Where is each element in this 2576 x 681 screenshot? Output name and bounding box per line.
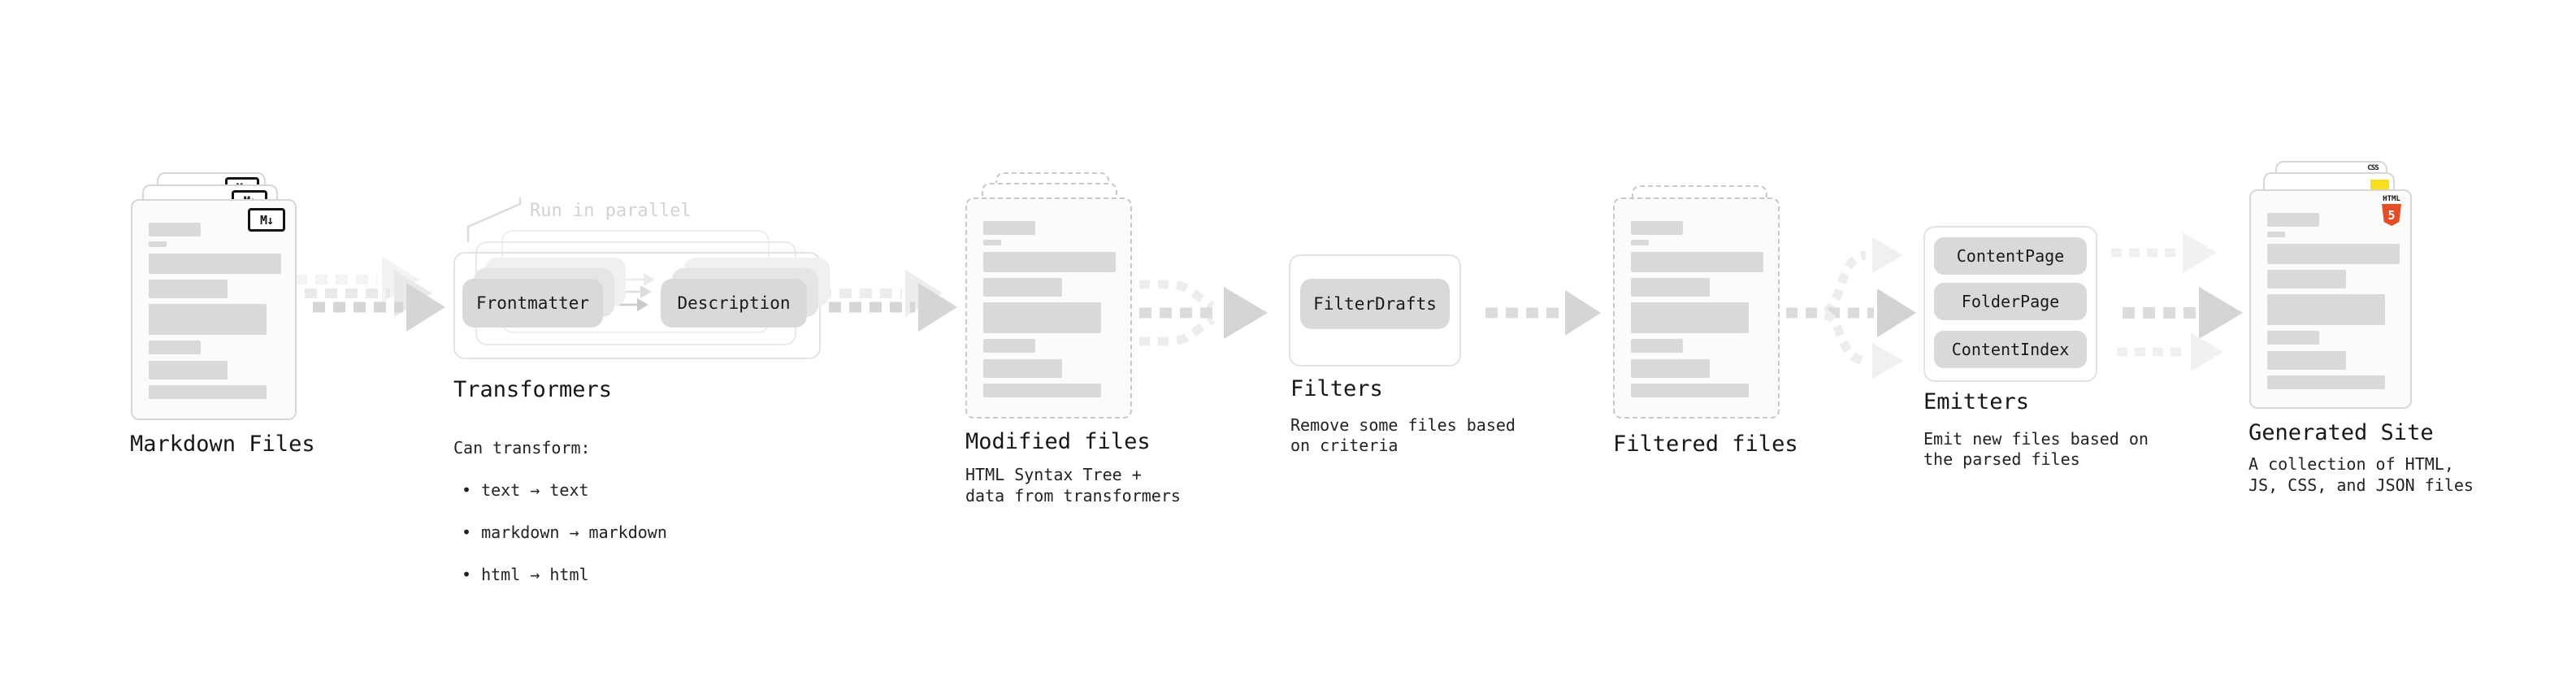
html5-icon-shield: 5: [2382, 204, 2401, 226]
text-line-placeholder: [2267, 331, 2319, 345]
text-line-placeholder: [2267, 294, 2385, 325]
transformers-bullet: • markdown → markdown: [462, 523, 667, 542]
html5-icon: HTML 5: [2381, 195, 2402, 226]
transformers-bullet: • html → html: [462, 565, 589, 584]
modified-files-label: Modified files: [965, 429, 1151, 454]
emitter-pill-content-index: ContentIndex: [1934, 331, 2087, 368]
text-line-placeholder: [149, 254, 281, 274]
transformers-bullet: • text → text: [462, 480, 589, 500]
arrow-transformers-to-modified: [819, 270, 957, 332]
filtered-file-card-front: [1613, 197, 1780, 419]
text-line-placeholder: [1631, 302, 1749, 333]
emitters-description: Emit new files based on the parsed files: [1923, 429, 2149, 469]
arrow-markdown-to-transformers: [295, 256, 445, 332]
js-file-icon: [2370, 180, 2389, 189]
transformers-description: Can transform: • text → text • markdown …: [453, 416, 667, 606]
text-line-placeholder: [2267, 351, 2346, 370]
generated-site-label: Generated Site: [2249, 420, 2434, 445]
generated-file-card-html: HTML 5: [2249, 189, 2412, 409]
arrow-modified-to-filters-fan-in: [1139, 280, 1268, 346]
emitter-pill-folder-page: FolderPage: [1934, 283, 2087, 320]
html5-icon-label: HTML: [2383, 195, 2400, 203]
text-line-placeholder: [1631, 240, 1649, 245]
markdown-icon: M↓: [248, 208, 285, 232]
text-line-placeholder: [149, 304, 267, 335]
text-line-placeholder: [2267, 232, 2285, 237]
transformer-input-pill: Frontmatter: [462, 279, 603, 327]
text-line-placeholder: [149, 241, 167, 247]
text-line-placeholder: [2267, 270, 2346, 288]
text-line-placeholder: [149, 361, 228, 380]
text-line-placeholder: [1631, 384, 1749, 397]
markdown-files-label: Markdown Files: [130, 432, 315, 457]
transformer-pill-arrows: [612, 273, 655, 311]
text-line-placeholder: [1631, 221, 1683, 235]
text-line-placeholder: [149, 340, 201, 354]
generated-site-description: A collection of HTML, JS, CSS, and JSON …: [2249, 454, 2474, 495]
text-line-placeholder: [983, 302, 1101, 333]
arrow-emitters-to-generated: [2111, 232, 2243, 371]
text-line-placeholder: [149, 223, 201, 236]
filtered-files-label: Filtered files: [1613, 432, 1798, 457]
filters-label: Filters: [1290, 376, 1383, 401]
transformer-output-pill: Description: [661, 279, 807, 327]
text-line-placeholder: [983, 359, 1062, 378]
text-line-placeholder: [2267, 375, 2385, 389]
transformers-label: Transformers: [453, 377, 613, 402]
text-line-placeholder: [1631, 359, 1710, 378]
modified-file-card-front: [965, 197, 1132, 419]
emitters-label: Emitters: [1923, 389, 2030, 414]
modified-files-description: HTML Syntax Tree + data from transformer…: [965, 465, 1181, 505]
css-icon-label: CSS: [2367, 164, 2379, 172]
text-line-placeholder: [1631, 252, 1763, 272]
transformers-description-heading: Can transform:: [453, 438, 591, 458]
text-line-placeholder: [149, 385, 267, 399]
run-in-parallel-annotation: Run in parallel: [530, 201, 692, 221]
arrow-filters-to-filtered: [1485, 290, 1601, 336]
text-line-placeholder: [983, 221, 1035, 235]
text-line-placeholder: [2267, 244, 2400, 264]
text-line-placeholder: [1631, 339, 1683, 353]
text-line-placeholder: [983, 384, 1101, 397]
run-in-parallel-callout-line: [466, 197, 522, 242]
text-line-placeholder: [983, 252, 1116, 272]
text-line-placeholder: [2267, 213, 2319, 227]
text-line-placeholder: [983, 339, 1035, 353]
emitter-pill-content-page: ContentPage: [1934, 237, 2087, 275]
markdown-file-card-front: M↓: [131, 199, 297, 420]
arrow-filtered-to-emitters-fan-out: [1786, 237, 1916, 379]
filter-drafts-pill: FilterDrafts: [1300, 279, 1450, 329]
text-line-placeholder: [1631, 278, 1710, 297]
filters-description: Remove some files based on criteria: [1290, 415, 1516, 455]
text-line-placeholder: [149, 280, 228, 298]
html5-icon-version: 5: [2387, 207, 2396, 223]
text-line-placeholder: [983, 278, 1062, 297]
text-line-placeholder: [983, 240, 1001, 245]
